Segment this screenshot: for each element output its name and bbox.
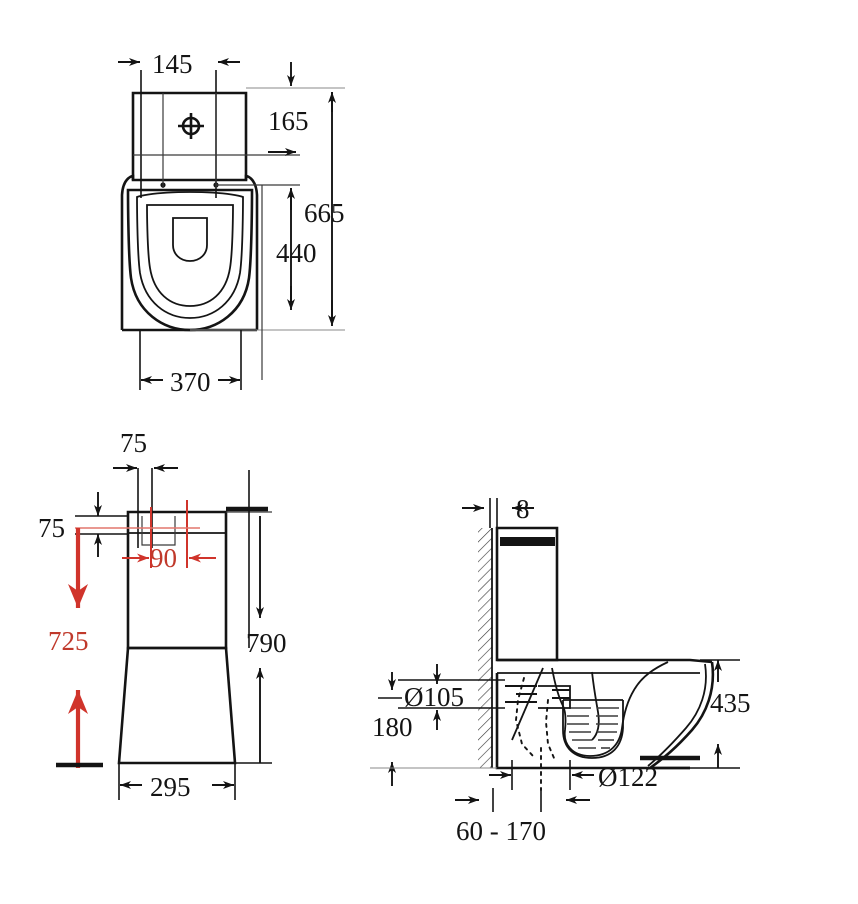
dim-75-top: 75 (113, 428, 178, 548)
dim-725-label: 725 (48, 626, 89, 656)
water-hatching (567, 707, 619, 749)
dim-60-170-label: 60 - 170 (456, 816, 546, 846)
bowl-top-rim (497, 658, 713, 664)
dim-105: Ø105 (398, 664, 505, 730)
dim-122: Ø122 (489, 755, 700, 792)
dim-60-170: 60 - 170 (455, 788, 590, 846)
dim-370-label: 370 (170, 367, 211, 397)
dim-180-label: 180 (372, 712, 413, 742)
trap-center-wall (591, 671, 600, 741)
dim-8-label: 8 (516, 494, 530, 524)
inlet-chamber (538, 685, 571, 709)
tank-plan-outline (131, 91, 248, 182)
pedestal-outline (117, 646, 237, 765)
crosshair-target-icon (178, 113, 204, 139)
front-view: 75 75 90 (38, 428, 287, 802)
trap-inner-wall (551, 661, 669, 757)
dim-75-left: 75 (38, 492, 128, 557)
dim-90: 90 (122, 500, 216, 573)
top-view: 145 (118, 49, 345, 397)
lid-inner-detail (141, 516, 176, 546)
dim-105-label: Ø105 (404, 682, 464, 712)
seat-inner-ring (136, 191, 244, 319)
cistern-lid-band (500, 537, 555, 546)
dim-145: 145 (118, 49, 240, 198)
dim-8: 8 (462, 494, 534, 528)
dim-295-label: 295 (150, 772, 191, 802)
water-basin (562, 700, 624, 759)
dim-145-label: 145 (152, 49, 193, 79)
dim-75-top-label: 75 (120, 428, 147, 458)
dim-665-label: 665 (304, 198, 345, 228)
dim-90-label: 90 (150, 543, 177, 573)
bowl-rear-curve (645, 661, 715, 770)
dim-725: 725 (48, 528, 89, 768)
bowl-rear-curve-inner (647, 663, 707, 767)
dim-122-label: Ø122 (598, 762, 658, 792)
dim-665: 665 (304, 92, 345, 326)
inner-ticks (505, 685, 570, 703)
wall-hatch (478, 528, 492, 768)
dim-75-left-label: 75 (38, 513, 65, 543)
flush-detail (172, 217, 208, 262)
dim-790-label: 790 (246, 628, 287, 658)
hidden-outlet-right (545, 699, 555, 759)
dim-435: 435 (660, 659, 751, 769)
side-section-view: 8 (370, 494, 751, 846)
dim-440: 440 (276, 188, 317, 310)
dim-165-label: 165 (268, 106, 309, 136)
dim-440-label: 440 (276, 238, 317, 268)
dim-295: 295 (118, 763, 236, 802)
cistern-side-outline (495, 526, 559, 662)
dim-165: 165 (268, 106, 309, 156)
bowl-opening (146, 204, 234, 307)
dim-435-label: 435 (710, 688, 751, 718)
dim-370: 370 (139, 330, 242, 397)
dim-180: 180 (370, 672, 497, 786)
hidden-outlet-left (515, 677, 534, 757)
pan-plan-sides (120, 174, 259, 330)
dim-790: 790 (235, 470, 287, 764)
